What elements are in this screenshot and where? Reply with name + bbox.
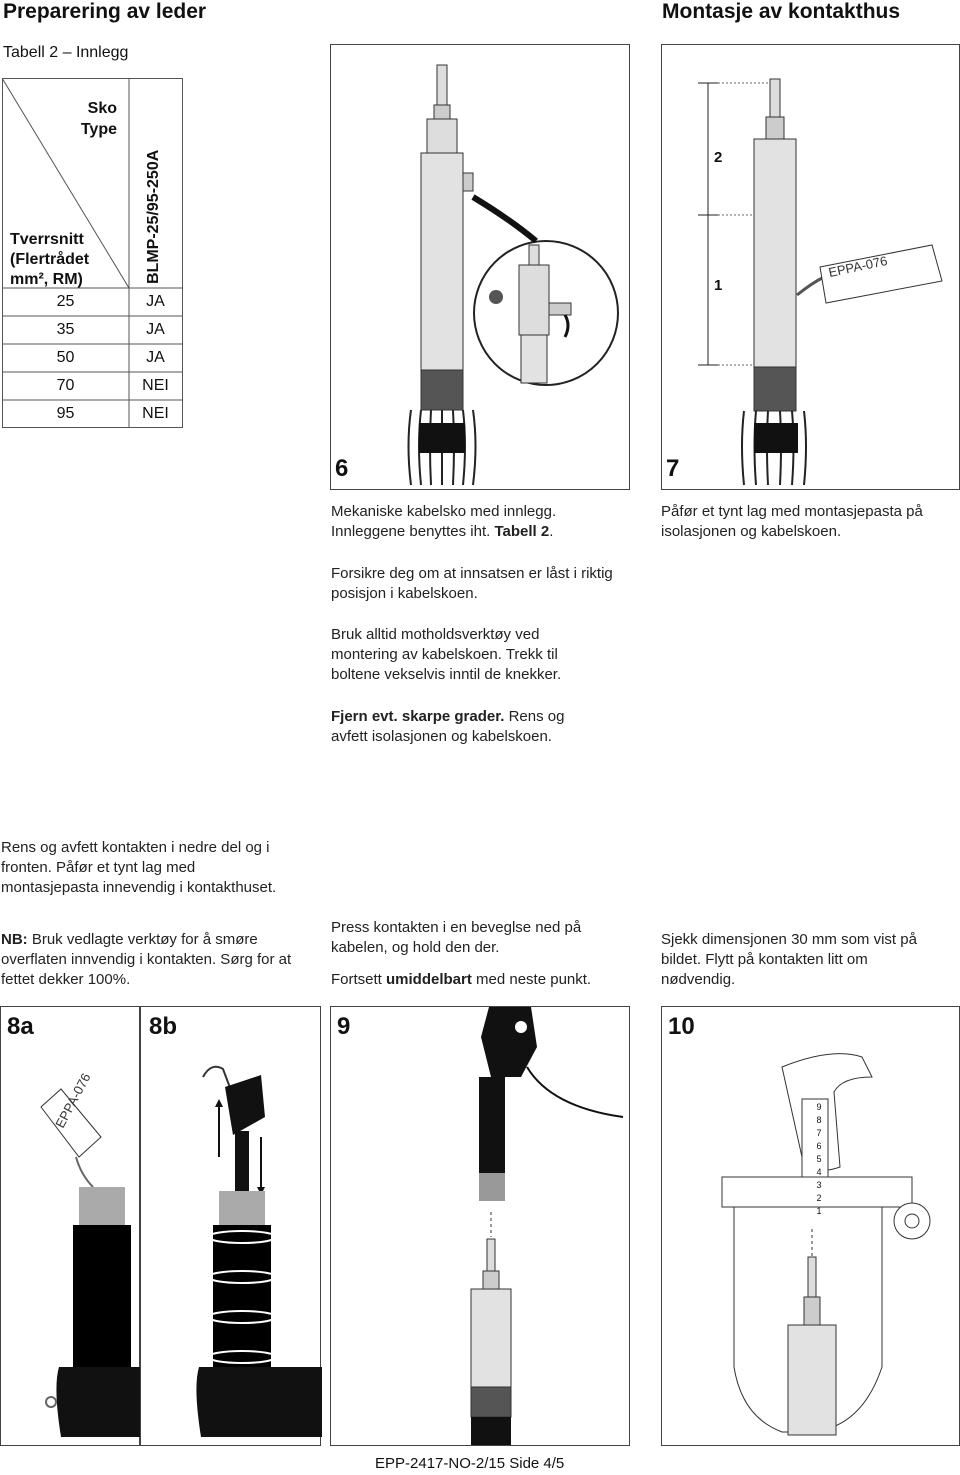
value-cell: JA — [146, 293, 165, 310]
size-cell: 35 — [56, 321, 75, 338]
step-6-paragraph-4: Fjern evt. skarpe grader. Rens og avfett… — [331, 708, 565, 745]
size-cell: 25 — [56, 293, 75, 310]
right-title: Montasje av kontakthus — [662, 0, 901, 23]
figure-8a: EPPA-076 8a — [0, 1006, 141, 1446]
step-10-text: Sjekk dimensjonen 30 mm som vist på bild… — [661, 931, 917, 988]
value-cell: NEI — [142, 377, 169, 394]
table-2: Sko Type Tverrsnitt (Flertrådet mm², RM)… — [2, 78, 183, 428]
step-6-paragraph-2: Forsikre deg om at innsatsen er låst i r… — [331, 565, 613, 602]
step-10-number: 10 — [668, 1013, 695, 1040]
step-8-paragraph-1: Rens og avfett kontakten i nedre del og … — [1, 839, 277, 896]
figure-6: 6 — [330, 44, 630, 490]
ruler: 9 8 7 6 5 4 3 2 1 — [816, 1102, 822, 1216]
table-row: 50 JA — [2, 344, 182, 372]
table-row: 95 NEI — [2, 400, 182, 428]
footer-doc-id: EPP-2417-NO-2/15 Side 4/5 — [375, 1455, 565, 1472]
step-9-number: 9 — [337, 1013, 351, 1040]
figure-8b: 8b — [140, 1006, 322, 1446]
left-title: Preparering av leder — [3, 0, 207, 23]
tube-illustration — [40, 1088, 141, 1437]
press-contact-illustration — [470, 1007, 624, 1445]
step-9-paragraph-1: Press kontakten i en beveglse ned på kab… — [331, 919, 582, 956]
step-8a-number: 8a — [7, 1013, 34, 1040]
table-row: 25 JA — [2, 288, 182, 316]
dimension-1: 1 — [714, 277, 723, 294]
step-8b-number: 8b — [149, 1013, 178, 1040]
table-row: 70 NEI — [2, 372, 182, 400]
grease-tool-illustration — [196, 1065, 322, 1437]
dimension-check-illustration — [721, 1053, 931, 1436]
col-header-type: Sko Type — [80, 100, 117, 138]
value-cell: NEI — [142, 405, 169, 422]
table-frame — [2, 78, 183, 428]
step-6-paragraph-3: Bruk alltid motholdsverktøy ved monterin… — [331, 626, 562, 683]
step-7-number: 7 — [666, 455, 680, 482]
size-cell: 70 — [56, 377, 75, 394]
value-cell: JA — [146, 321, 165, 338]
figure-9: 9 — [330, 1006, 630, 1446]
step-6-number: 6 — [335, 455, 349, 482]
step-6-paragraph-1: Mekaniske kabelsko med innlegg. Innlegge… — [331, 503, 557, 540]
table-row: 35 JA — [2, 316, 182, 344]
value-cell: JA — [146, 349, 165, 366]
step-9-paragraph-2: Fortsett umiddelbart med neste punkt. — [331, 971, 592, 988]
paste-application-illustration — [698, 78, 943, 486]
step-7-text: Påfør et tynt lag med montasjepasta på i… — [661, 503, 923, 540]
row-header-size: Tverrsnitt (Flertrådet mm², RM) — [10, 231, 90, 288]
figure-10: 9 8 7 6 5 4 3 2 1 10 — [661, 1006, 960, 1446]
figure-7: 2 1 EPPA-076 7 — [661, 44, 960, 490]
size-cell: 50 — [56, 349, 75, 366]
type-label: BLMP-25/95-250A — [145, 149, 162, 284]
dimension-2: 2 — [714, 149, 723, 166]
step-8-nb: NB: Bruk vedlagte verktøy for å smøre ov… — [1, 931, 292, 988]
size-cell: 95 — [56, 405, 75, 422]
cable-lug-illustration — [407, 64, 619, 486]
table-caption: Tabell 2 – Innlegg — [3, 44, 129, 61]
